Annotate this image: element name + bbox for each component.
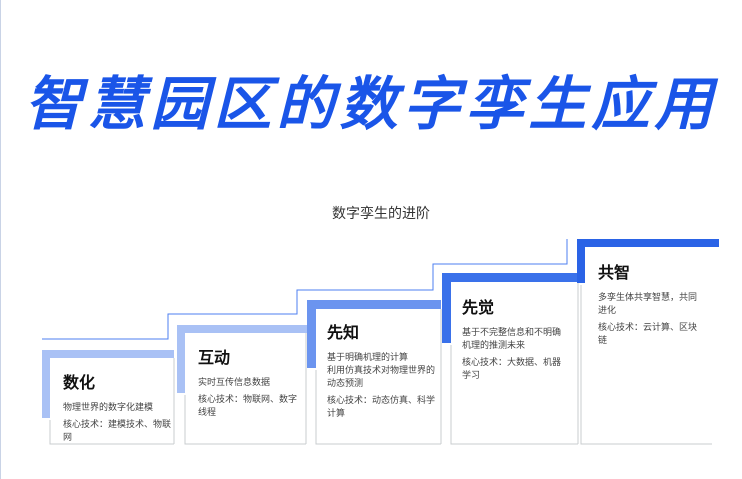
step-card-3: 先知 基于明确机理的计算 利用仿真技术对物理世界的动态预测 核心技术：动态仿真、… (327, 319, 435, 421)
step-description: 多孪生体共享智慧，共同进化 (598, 293, 698, 316)
step-shape-3 (307, 300, 442, 445)
step-core-tech: 核心技术：建模技术、物联网 (63, 420, 172, 443)
step-card-5: 共智 多孪生体共享智慧，共同进化 核心技术：云计算、区块链 (598, 259, 700, 348)
step-card-2: 互动 实时互传信息数据 核心技术：物联网、数字线程 (198, 344, 302, 420)
step-card-1: 数化 物理世界的数字化建模 核心技术：建模技术、物联网 (63, 369, 173, 445)
step-card-4: 先觉 基于不完整信息和不明确机理的推测未来 核心技术：大数据、机器学习 (462, 294, 568, 383)
step-description: 基于明确机理的计算 利用仿真技术对物理世界的动态预测 (327, 353, 436, 389)
step-title: 共智 (598, 263, 631, 282)
step-description: 基于不完整信息和不明确机理的推测未来 (462, 328, 562, 351)
step-title: 先知 (327, 323, 360, 342)
staircase-outline (42, 239, 568, 340)
step-title: 数化 (63, 373, 96, 392)
step-core-tech: 核心技术：大数据、机器学习 (462, 358, 562, 381)
step-shape-4 (442, 273, 579, 445)
step-description: 实时互传信息数据 (198, 378, 271, 388)
diagram-subtitle: 数字孪生的进阶 (332, 206, 430, 222)
step-title: 互动 (198, 348, 231, 367)
left-edge-rule (0, 0, 1, 479)
step-core-tech: 核心技术：动态仿真、科学计算 (327, 396, 436, 419)
step-shape-2 (177, 325, 307, 445)
step-description: 物理世界的数字化建模 (63, 403, 154, 413)
step-shape-1 (42, 350, 175, 445)
step-core-tech: 核心技术：物联网、数字线程 (198, 395, 298, 418)
step-core-tech: 核心技术：云计算、区块链 (598, 323, 698, 346)
step-shape-5 (577, 239, 719, 445)
step-title: 先觉 (462, 298, 495, 317)
page-title: 智慧园区的数字孪生应用 (24, 70, 718, 138)
